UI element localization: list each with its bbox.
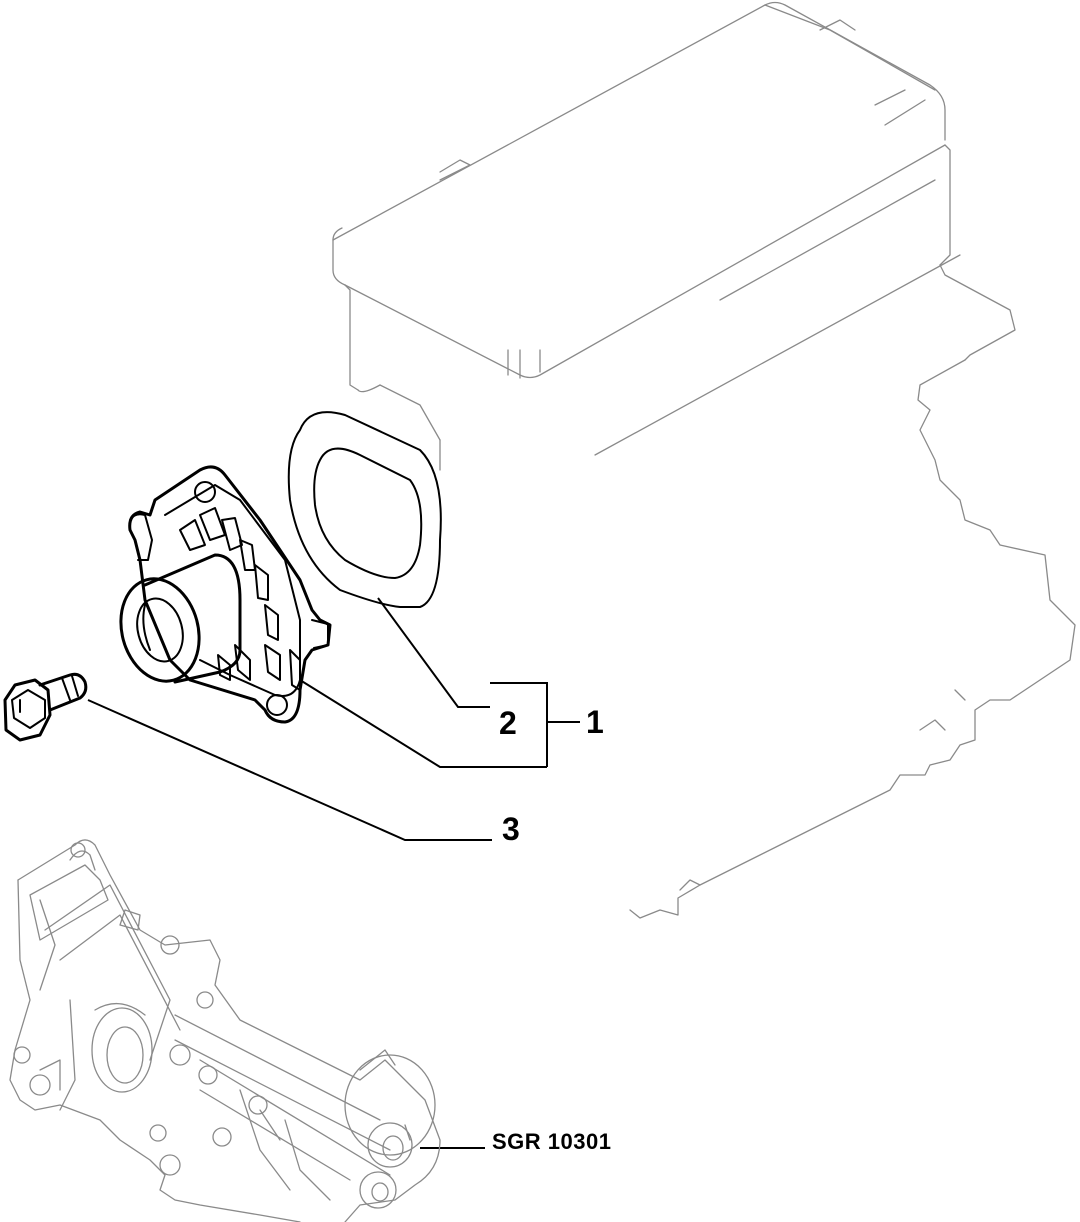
reference-housing [9, 839, 441, 1222]
callout-part-3: 3 [502, 811, 520, 847]
callout-part-2: 2 [499, 705, 517, 741]
water-pump [119, 465, 332, 724]
engine-block-outline [332, 1, 1076, 919]
callout-part-1: 1 [586, 704, 604, 740]
reference-code: SGR 10301 [492, 1129, 612, 1154]
gasket-ring [287, 411, 442, 608]
bolt [3, 672, 88, 742]
leader-lines [87, 597, 580, 1149]
